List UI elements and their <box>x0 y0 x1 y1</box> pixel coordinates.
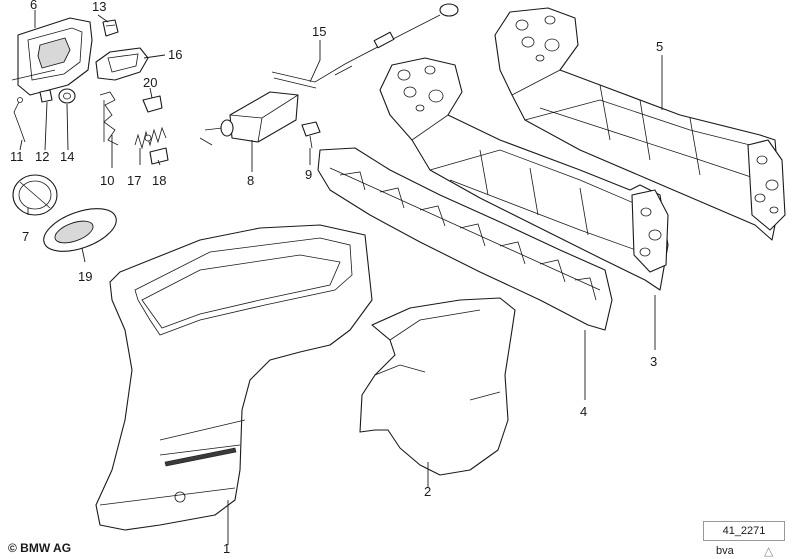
label-part-2: 2 <box>424 484 432 499</box>
label-part-1: 1 <box>223 541 231 556</box>
label-part-7: 7 <box>22 229 30 244</box>
part-12-bolt <box>39 89 53 103</box>
part-14-grommet <box>58 88 76 104</box>
label-part-12: 12 <box>35 149 50 164</box>
label-part-17: 17 <box>127 173 142 188</box>
label-part-11: 11 <box>10 149 24 164</box>
triangle-icon: △ <box>764 544 774 558</box>
part-4-inner-bracket <box>317 147 613 331</box>
part-19-seal-ring <box>43 208 117 252</box>
part-6-filler-housing <box>11 17 93 96</box>
label-part-13: 13 <box>92 0 107 14</box>
part-7-seal <box>12 174 58 216</box>
label-part-14: 14 <box>60 149 75 164</box>
copyright-brand: © BMW AG <box>8 541 72 555</box>
part-11-wire <box>13 97 26 143</box>
label-part-18: 18 <box>152 173 167 188</box>
diagram-reference: 41_2271 <box>703 521 785 541</box>
label-part-8: 8 <box>247 173 255 188</box>
part-3-rear-rail <box>379 57 669 291</box>
label-part-4: 4 <box>580 404 588 419</box>
label-part-16: 16 <box>168 47 183 62</box>
label-part-19: 19 <box>78 269 93 284</box>
part-16-bracket <box>95 47 149 81</box>
part-5-rear-rail <box>494 7 786 241</box>
part-8-actuator <box>199 91 299 146</box>
part-2-wheel-arch <box>359 297 516 476</box>
part-1-side-panel <box>95 224 373 531</box>
label-part-15: 15 <box>312 24 327 39</box>
part-13-clip <box>102 19 119 37</box>
part-17-spring <box>134 126 167 150</box>
part-9-screw <box>301 121 321 149</box>
label-part-9: 9 <box>305 167 313 182</box>
part-18-buffer <box>149 147 169 165</box>
label-part-10: 10 <box>100 173 115 188</box>
part-10-spring-clip <box>99 91 119 146</box>
label-part-3: 3 <box>650 354 658 369</box>
label-part-20: 20 <box>143 75 158 90</box>
leader-lines <box>19 10 663 545</box>
author-code: bva <box>716 545 734 557</box>
label-part-6: 6 <box>30 0 38 12</box>
label-part-5: 5 <box>656 39 664 54</box>
part-20-cap <box>142 95 163 113</box>
part-15-cable <box>271 3 459 89</box>
